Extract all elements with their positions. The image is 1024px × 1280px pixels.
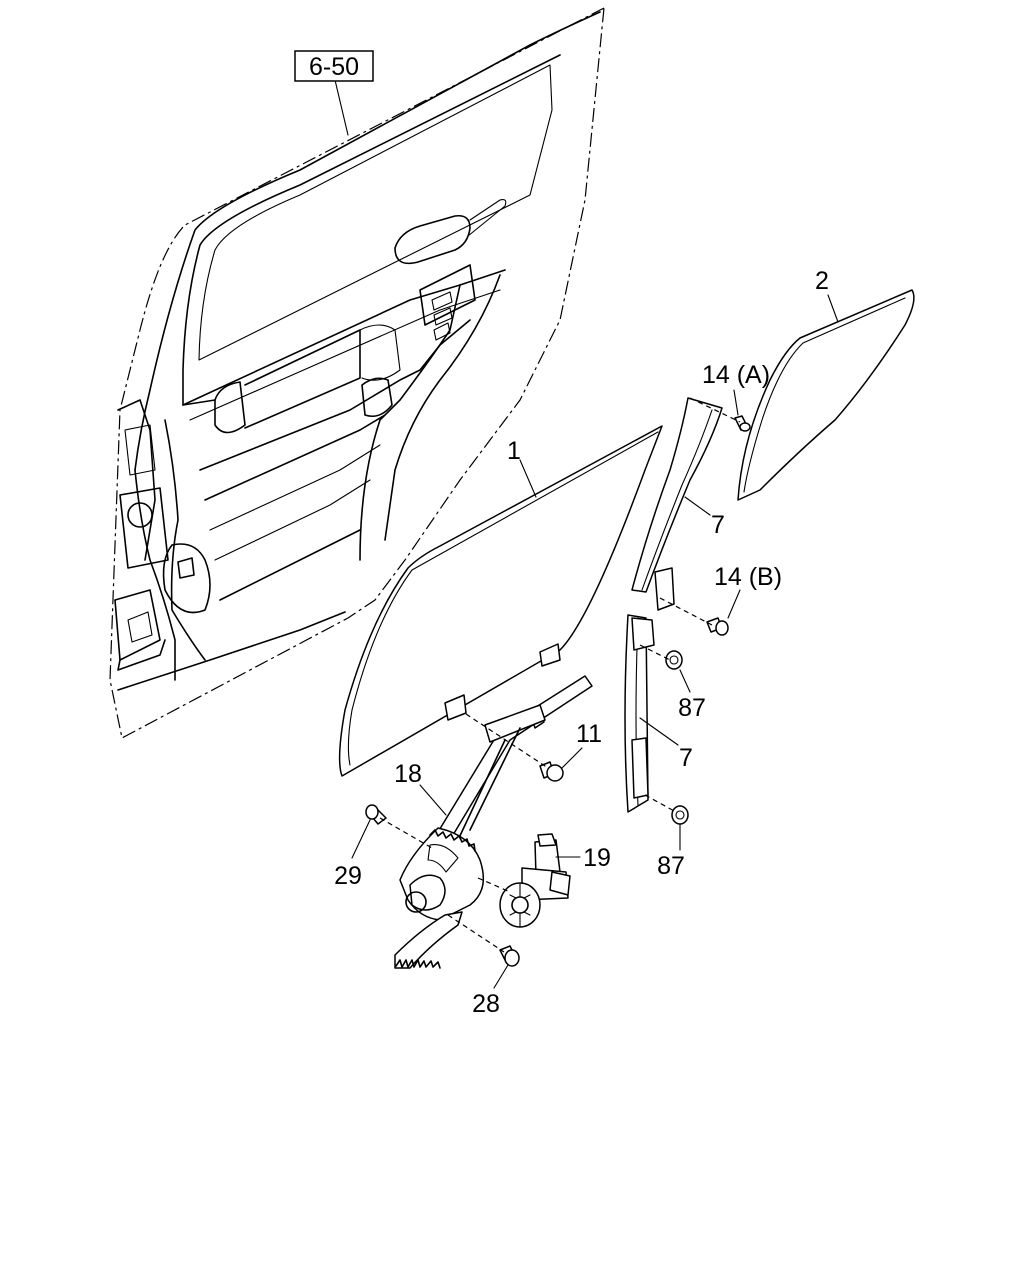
regulator-motor: [499, 833, 571, 928]
bolt-14a: [734, 415, 751, 432]
callout-19: 19: [583, 844, 611, 872]
nut-87-lower: [671, 805, 689, 825]
callout-28: 28: [472, 990, 500, 1018]
callout-2: 2: [815, 267, 829, 295]
callout-7-upper: 7: [711, 511, 725, 539]
reference-box: [294, 50, 374, 82]
door-glass: [338, 425, 663, 777]
callout-18: 18: [394, 760, 422, 788]
glass-run-channel-upper: [631, 397, 723, 611]
glass-run-channel-lower: [624, 614, 655, 813]
callout-7-lower: 7: [679, 744, 693, 772]
bolt-29: [365, 804, 387, 825]
callout-14b: 14 (B): [714, 563, 782, 591]
callout-87-upper: 87: [678, 694, 706, 722]
callout-29: 29: [334, 862, 362, 890]
callout-11: 11: [576, 720, 602, 748]
callout-87-lower: 87: [657, 852, 685, 880]
quarter-glass: [737, 289, 915, 501]
callout-14a: 14 (A): [702, 361, 770, 389]
callout-1: 1: [507, 437, 521, 465]
leader-lines: [334, 79, 839, 989]
window-regulator: [394, 675, 593, 969]
bolt-28: [499, 945, 520, 967]
assembly-lines: [379, 397, 741, 953]
nut-87-upper: [665, 650, 683, 670]
bolt-14b: [706, 617, 729, 636]
bolt-11: [539, 761, 564, 782]
door-panel: [109, 7, 605, 739]
reference-label: 6-50: [309, 53, 359, 81]
